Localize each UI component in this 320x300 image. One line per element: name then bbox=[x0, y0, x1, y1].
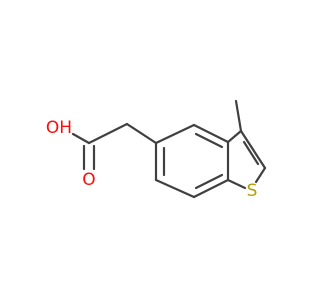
bond-c7a-c7-inner bbox=[194, 173, 224, 190]
bond-group bbox=[71, 99, 267, 199]
bond-c3-methyl bbox=[234, 99, 243, 133]
structure-canvas: OH O S bbox=[46, 99, 267, 201]
sulfur-label: S bbox=[247, 181, 258, 201]
bond-c5-ch2 bbox=[125, 122, 158, 145]
hydroxyl-label: OH bbox=[46, 118, 72, 138]
bond-c2-s1 bbox=[254, 166, 267, 184]
bond-c4-c3a bbox=[192, 123, 230, 144]
bond-s1-c7a bbox=[226, 178, 247, 190]
bond-c7a-c7 bbox=[192, 178, 230, 199]
bond-c3-c2-inner bbox=[242, 140, 260, 166]
bond-cooh-oh bbox=[71, 132, 91, 145]
atom-label-group: OH O S bbox=[46, 118, 257, 201]
bond-c4-c3a-inner bbox=[194, 132, 224, 149]
carbonyl-oxygen-label: O bbox=[82, 170, 95, 190]
bond-c5-c4 bbox=[154, 123, 196, 145]
bond-c7-c6 bbox=[154, 178, 196, 199]
bond-c3-c2 bbox=[239, 129, 267, 170]
bond-ch2-cooh bbox=[87, 122, 129, 145]
bond-c3a-c3 bbox=[226, 129, 243, 144]
